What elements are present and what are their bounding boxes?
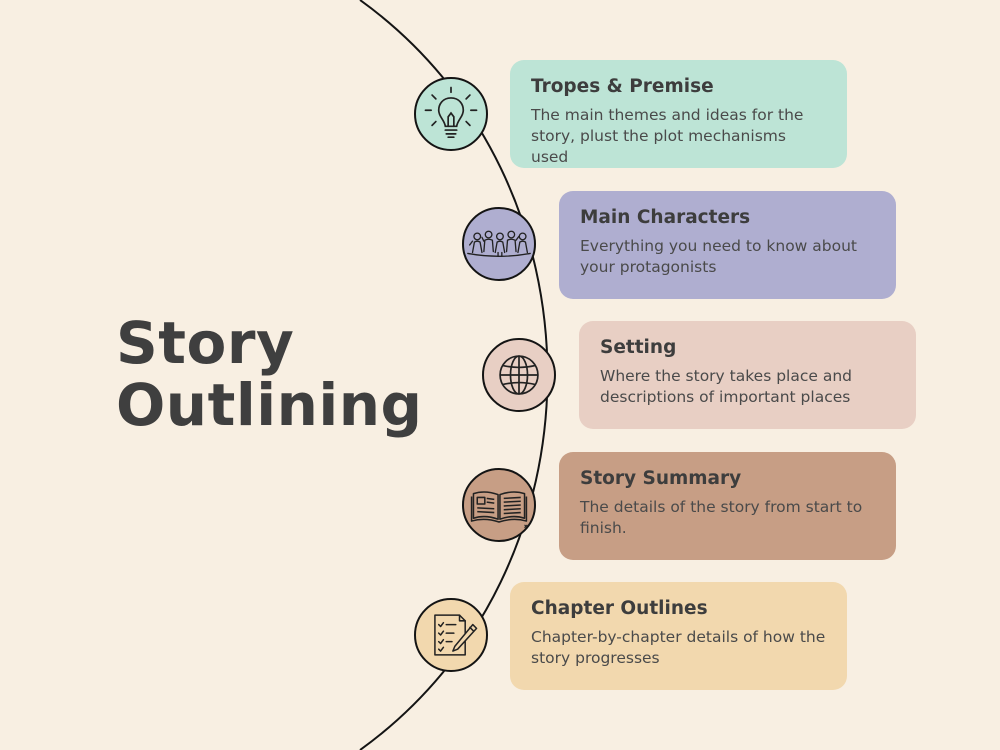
open-book-icon xyxy=(462,468,536,542)
lightbulb-icon xyxy=(414,77,488,151)
checklist-pen-icon xyxy=(414,598,488,672)
step-description: Chapter-by-chapter details of how the st… xyxy=(531,628,826,667)
step-title: Main Characters xyxy=(580,207,751,228)
step-description: Where the story takes place and descript… xyxy=(600,367,852,406)
step-description: Everything you need to know about your p… xyxy=(580,237,858,276)
step-title: Story Summary xyxy=(580,468,742,489)
step-card-chapter-outlines: Chapter Outlines Chapter-by-chapter deta… xyxy=(510,582,847,690)
step-card-tropes-premise: Tropes & Premise The main themes and ide… xyxy=(510,60,847,168)
people-group-icon xyxy=(462,207,536,281)
globe-icon xyxy=(482,338,556,412)
step-title: Setting xyxy=(600,337,677,358)
step-card-main-characters: Main Characters Everything you need to k… xyxy=(559,191,896,299)
step-title: Tropes & Premise xyxy=(531,76,714,97)
title-line-2: Outlining xyxy=(116,371,423,439)
step-card-story-summary: Story Summary The details of the story f… xyxy=(559,452,896,560)
step-description: The details of the story from start to f… xyxy=(580,498,863,537)
step-title: Chapter Outlines xyxy=(531,598,708,619)
page-title: Story Outlining xyxy=(116,312,423,436)
step-card-setting: Setting Where the story takes place and … xyxy=(579,321,916,429)
title-line-1: Story xyxy=(116,309,295,377)
step-description: The main themes and ideas for the story,… xyxy=(531,106,804,166)
